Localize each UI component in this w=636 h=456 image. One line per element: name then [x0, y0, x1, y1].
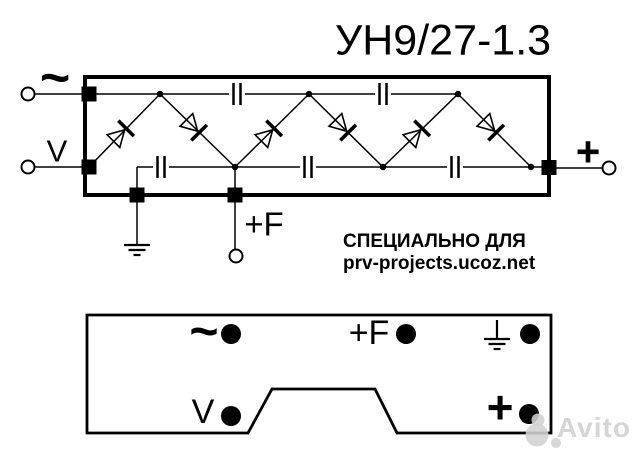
pad-icon [81, 159, 97, 175]
pin-dot-ac [221, 324, 241, 344]
pin-dot-v [221, 406, 241, 426]
capacitor-icon [450, 154, 460, 180]
package-drawing [85, 313, 553, 435]
wires [34, 93, 603, 250]
pin-dots [221, 324, 540, 426]
ac-input-label: ~ [39, 49, 71, 107]
solder-pads [81, 86, 557, 203]
package-pin-v-label: V [191, 393, 215, 431]
terminal-icon-ac [20, 86, 36, 102]
terminal-icon-f [228, 248, 244, 264]
module-body-outline [83, 75, 551, 197]
package-pin-plus-label: + [486, 381, 514, 433]
credit-text: СПЕЦИАЛЬНО ДЛЯ prv-projects.ucoz.net [343, 231, 535, 275]
package-outline [85, 313, 553, 435]
pin-dot-f [396, 324, 416, 344]
package-pin-ac-label: ~ [189, 303, 219, 359]
v-input-label: V [46, 133, 68, 169]
diode-chain-wire [88, 92, 532, 169]
credit-line-2: prv-projects.ucoz.net [343, 253, 536, 274]
pad-icon [81, 86, 97, 102]
capacitor-icon [303, 154, 313, 180]
terminals [20, 86, 617, 264]
avito-watermark-text: Avito [557, 412, 631, 443]
pad-icon [129, 187, 145, 203]
page-title: УН9/27-1.3 [334, 16, 552, 65]
credit-line-1: СПЕЦИАЛЬНО ДЛЯ [343, 231, 526, 252]
ground-icon [122, 243, 152, 257]
terminal-icon-v [20, 159, 36, 175]
ground-icon [482, 337, 512, 351]
package-pin-f-label: +F [348, 314, 390, 352]
multiplier-schematic [20, 75, 617, 264]
avito-logo-icon [525, 413, 561, 448]
capacitor-icon [378, 81, 388, 107]
junction-dots [156, 90, 535, 171]
terminal-icon-plus [601, 160, 617, 176]
capacitor-icon [232, 81, 242, 107]
pad-icon [541, 160, 557, 175]
dc-output-label: + [575, 128, 601, 175]
f-output-label: +F [244, 205, 284, 243]
capacitor-icon [156, 154, 166, 180]
pad-icon [227, 187, 243, 203]
pin-dot-ground [520, 324, 540, 344]
